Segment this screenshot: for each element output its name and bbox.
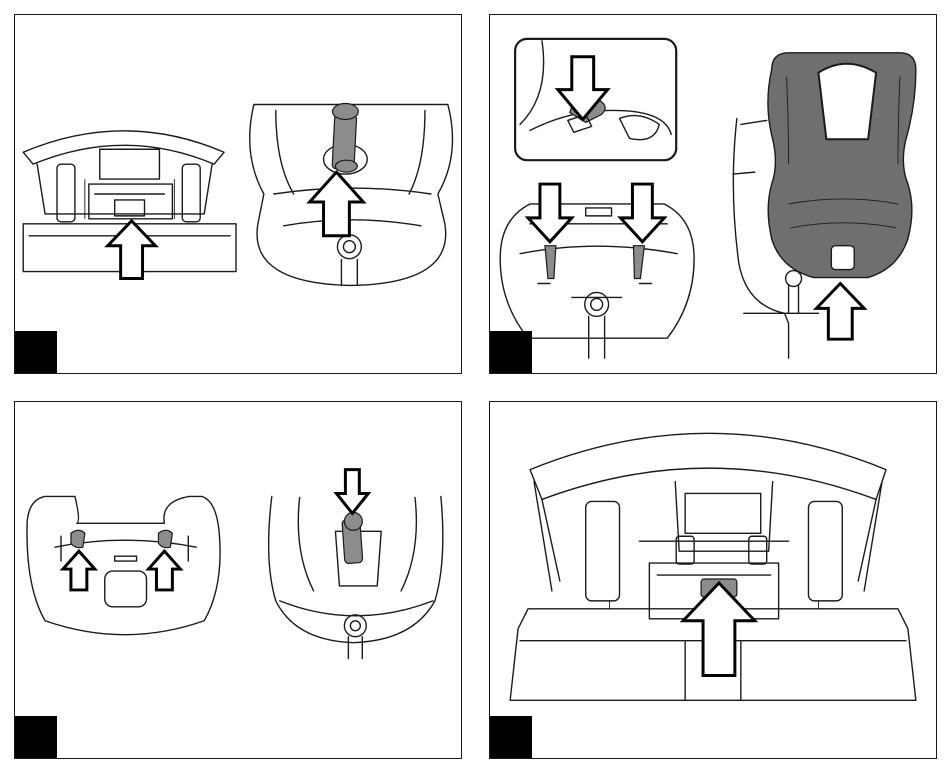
up-arrow-icon xyxy=(63,551,95,590)
step-number-badge xyxy=(15,716,57,758)
up-arrow-icon xyxy=(108,221,156,279)
down-arrow-icon xyxy=(336,470,368,514)
up-arrow-icon xyxy=(816,284,864,340)
instruction-panel-3 xyxy=(14,401,462,759)
strap-handle xyxy=(332,104,358,173)
step-number-badge xyxy=(490,716,532,758)
up-arrow-icon xyxy=(310,172,364,236)
strap-handle xyxy=(342,512,363,563)
step-number-badge xyxy=(15,331,57,373)
up-arrow-icon xyxy=(149,551,181,590)
panel-4-illustration xyxy=(490,402,936,758)
down-arrow-icon xyxy=(528,184,572,242)
release-lever-left xyxy=(545,246,556,279)
instruction-panel-2 xyxy=(489,14,937,374)
panel-3-illustration xyxy=(15,402,461,758)
release-button-right xyxy=(158,530,172,547)
panel-1-illustration xyxy=(15,15,461,373)
release-button-left xyxy=(71,530,85,547)
release-lever-right xyxy=(633,246,644,279)
instruction-panel-1 xyxy=(14,14,462,374)
panel-2-illustration xyxy=(490,15,936,373)
down-arrow-icon xyxy=(621,184,665,242)
instruction-panel-4 xyxy=(489,401,937,759)
seat-base-view xyxy=(27,496,220,634)
up-arrow-icon xyxy=(683,583,755,675)
step-number-badge xyxy=(490,331,532,373)
